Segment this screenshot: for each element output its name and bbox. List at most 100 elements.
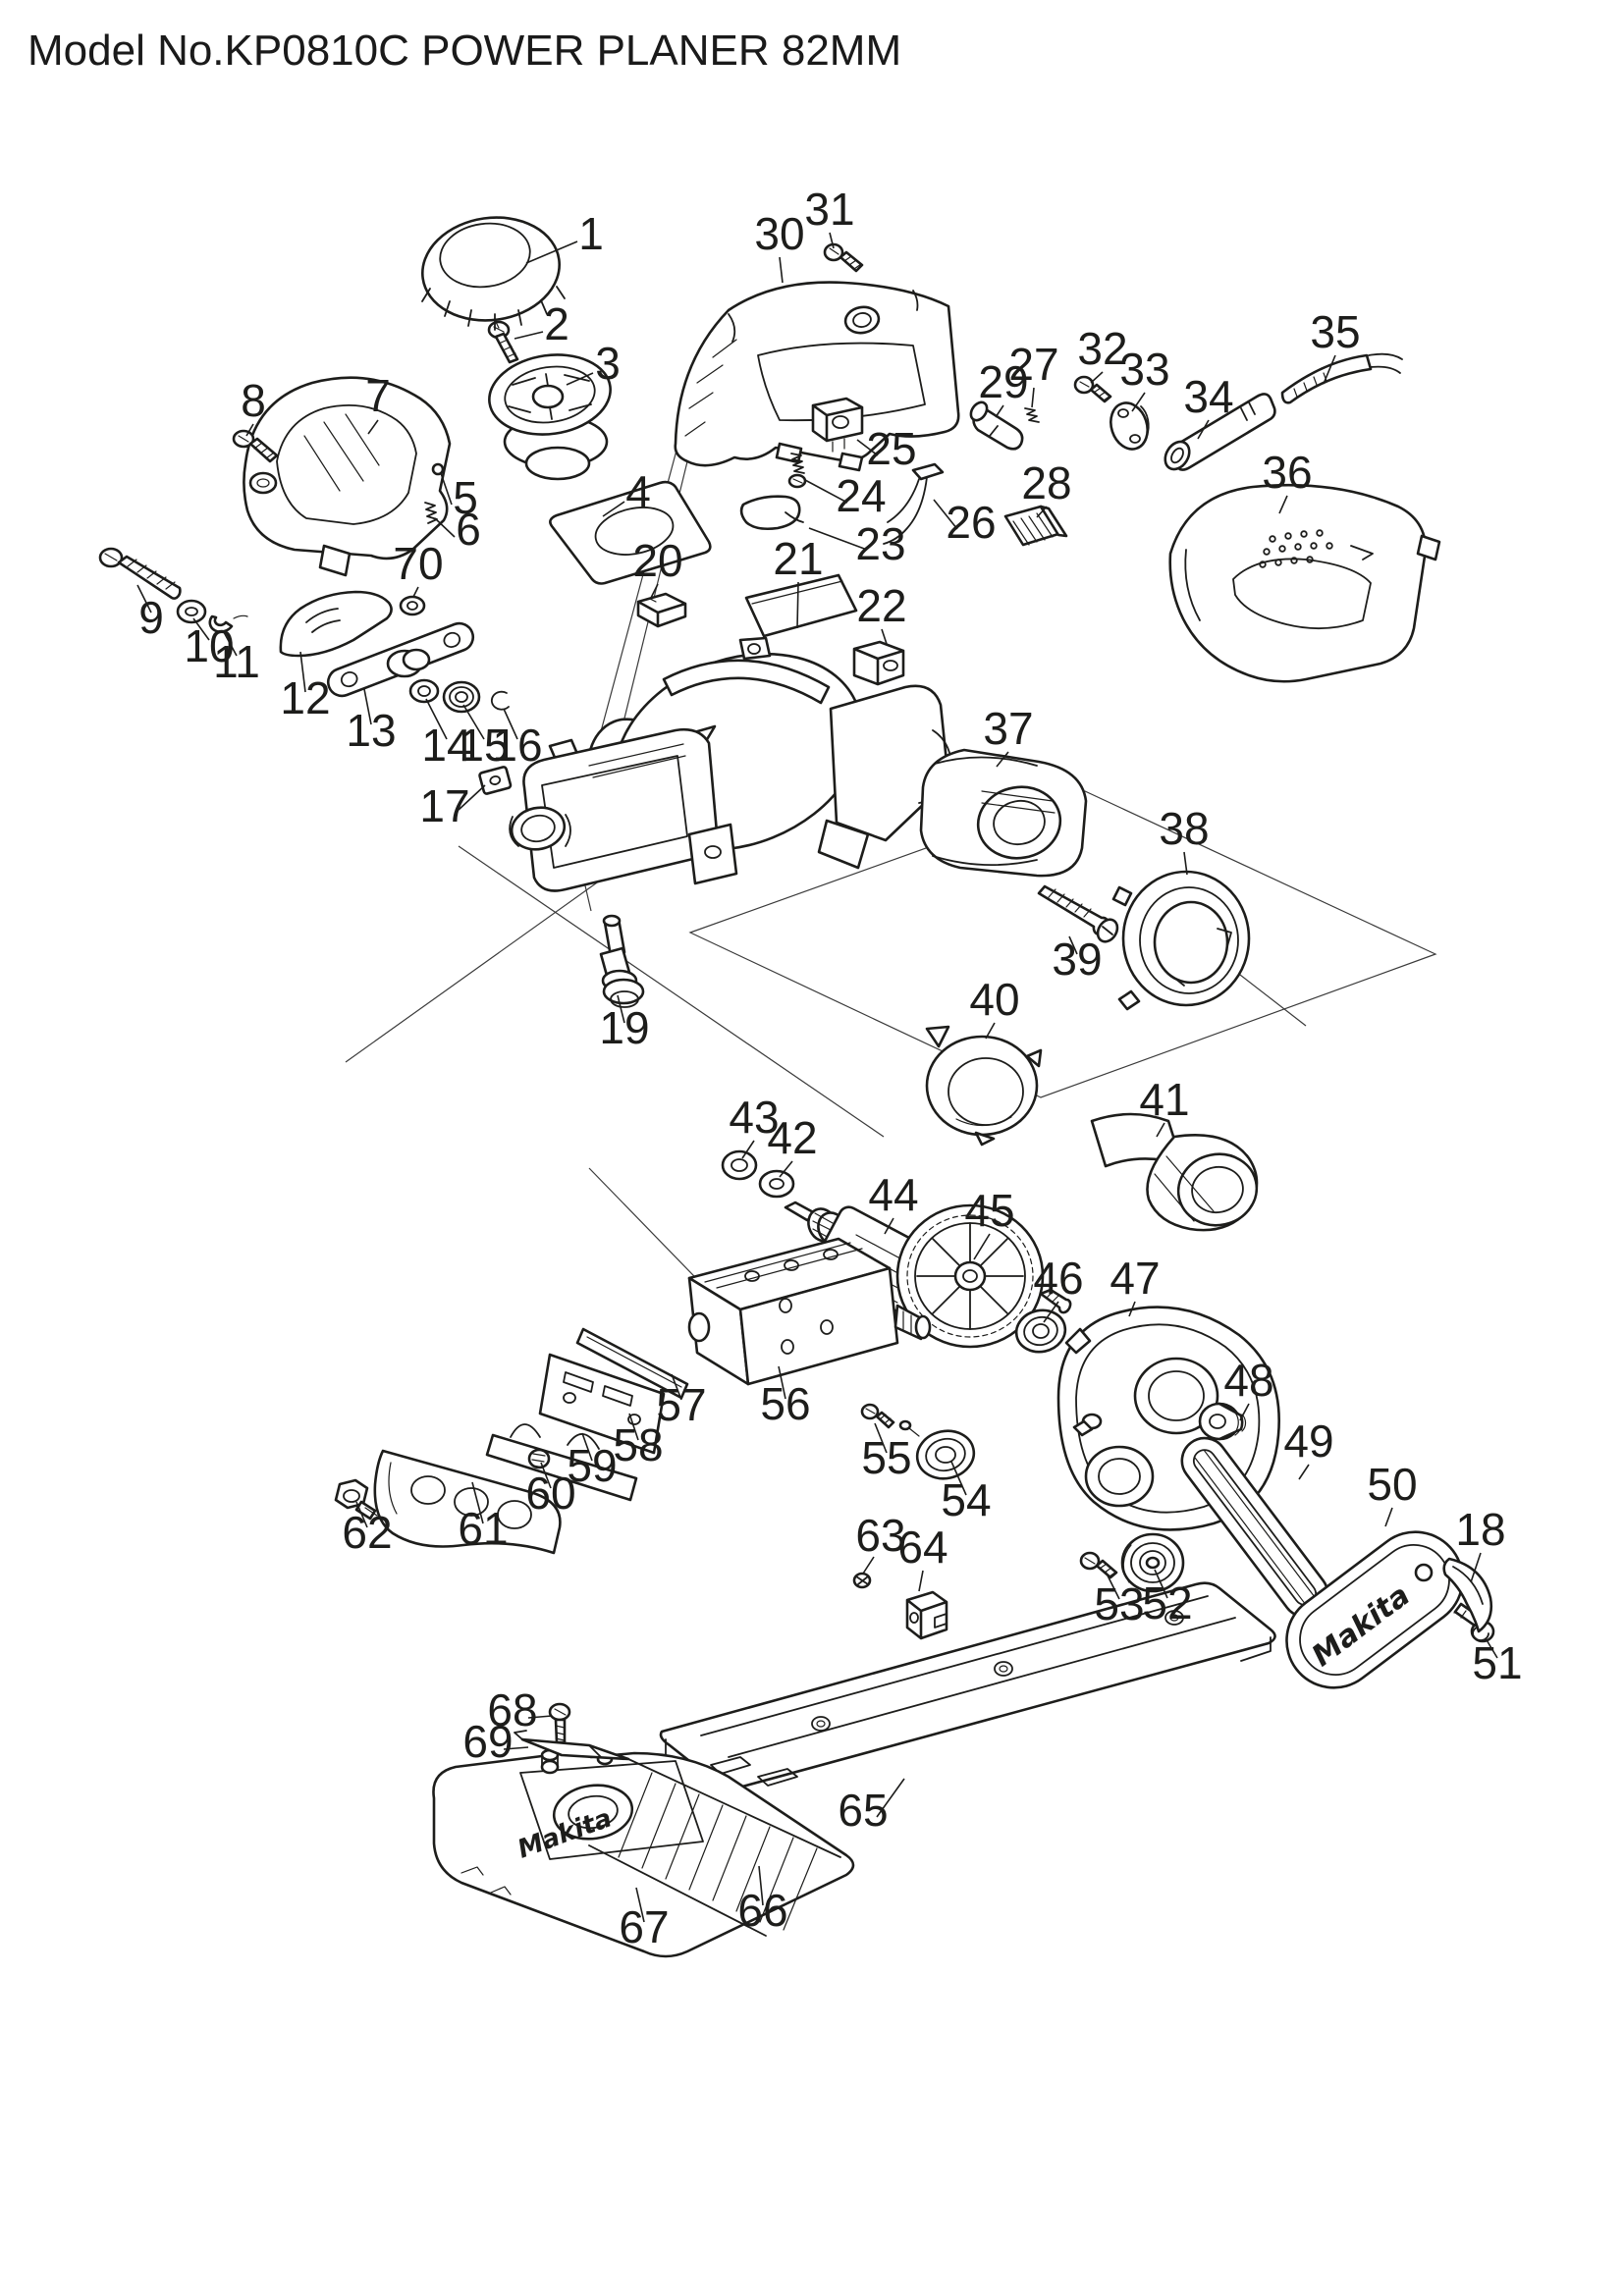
leader-line-62	[355, 1501, 368, 1528]
leader-line-41	[1156, 1122, 1165, 1138]
part-label-5: 5	[453, 472, 478, 523]
part-label-27: 27	[1008, 339, 1058, 390]
part-label-25: 25	[866, 423, 916, 474]
leader-line-1	[525, 240, 578, 264]
part-label-36: 36	[1262, 447, 1312, 498]
part-53-drawing	[1079, 1551, 1118, 1579]
leader-line-37	[996, 751, 1009, 768]
part-32-drawing	[1073, 375, 1112, 403]
leader-line-50	[1384, 1507, 1393, 1527]
part-label-35: 35	[1310, 306, 1360, 357]
leader-line-60	[540, 1462, 552, 1489]
leader-line-65	[876, 1778, 905, 1818]
part-40-drawing	[925, 1025, 1043, 1147]
main-housing-drawing	[509, 636, 952, 892]
leader-line-29	[995, 404, 1004, 418]
leader-line-6	[434, 517, 456, 538]
parts-artwork: Makita	[98, 216, 1495, 1958]
part-label-48: 48	[1223, 1355, 1273, 1406]
leader-line-39	[1068, 935, 1078, 955]
part-4-drawing	[549, 480, 712, 585]
part-33-drawing	[1110, 401, 1150, 451]
part-70-drawing	[399, 595, 426, 616]
leader-line-8	[245, 423, 254, 437]
part-20-drawing	[636, 592, 687, 628]
leader-line-11	[223, 631, 238, 657]
leader-line-66	[758, 1865, 764, 1906]
leader-line-45	[973, 1233, 991, 1260]
leader-line-32	[1090, 371, 1104, 384]
part-label-46: 46	[1033, 1253, 1083, 1304]
part-label-13: 13	[346, 705, 396, 756]
part-9-drawing	[98, 547, 182, 600]
part-label-60: 60	[525, 1468, 575, 1519]
leader-line-15	[462, 704, 485, 740]
part-17-drawing	[478, 766, 513, 795]
part-38-drawing	[1111, 870, 1251, 1011]
part-label-7: 7	[365, 370, 391, 421]
part-69-drawing	[514, 1730, 630, 1761]
leader-line-68	[527, 1715, 553, 1719]
part-label-56: 56	[760, 1378, 810, 1429]
leader-line-22	[881, 628, 888, 645]
part-45-drawing	[895, 1203, 1072, 1349]
leader-line-10	[192, 617, 210, 641]
part-label-61: 61	[458, 1503, 508, 1554]
part-label-6: 6	[456, 504, 481, 555]
part-label-1: 1	[578, 208, 604, 259]
part-39-drawing	[1037, 884, 1119, 943]
leader-line-38	[1183, 851, 1188, 876]
part-label-33: 33	[1119, 344, 1169, 395]
part-12-drawing	[279, 590, 393, 658]
part-2-drawing	[487, 320, 519, 364]
leader-line-51	[1485, 1637, 1498, 1659]
part-label-59: 59	[567, 1440, 617, 1491]
leader-line-14	[425, 698, 448, 740]
part-15-drawing	[442, 680, 481, 714]
part-label-12: 12	[280, 672, 330, 723]
part-label-62: 62	[342, 1507, 392, 1558]
leader-line-40	[985, 1022, 996, 1040]
part-label-17: 17	[419, 780, 469, 831]
leader-line-21	[796, 581, 799, 629]
leader-line-25	[856, 439, 879, 456]
part-64-drawing	[905, 1590, 948, 1640]
leader-line-57	[671, 1373, 682, 1401]
part-50-drawing: Makita	[1285, 1530, 1464, 1689]
part-label-16: 16	[492, 720, 542, 771]
part-11-drawing	[208, 614, 248, 633]
leader-line-44	[884, 1217, 894, 1235]
part-label-28: 28	[1021, 457, 1071, 508]
part-label-69: 69	[462, 1716, 513, 1767]
leader-line-4	[602, 501, 625, 517]
part-8-drawing	[232, 429, 279, 463]
part-label-8: 8	[241, 375, 266, 426]
leader-line-69	[503, 1746, 529, 1750]
part-label-41: 41	[1139, 1074, 1189, 1125]
part-63-drawing	[852, 1572, 872, 1589]
part-label-67: 67	[619, 1901, 669, 1952]
leader-line-56	[778, 1365, 786, 1400]
part-35-drawing	[1280, 352, 1403, 404]
leader-line-58	[628, 1413, 639, 1441]
part-label-19: 19	[599, 1002, 649, 1053]
part-41-drawing	[1090, 1112, 1259, 1232]
part-label-51: 51	[1472, 1637, 1522, 1688]
part-26-drawing	[883, 462, 945, 545]
part-label-9: 9	[138, 592, 164, 643]
leader-line-46	[1043, 1301, 1059, 1323]
part-5-drawing	[431, 462, 445, 476]
part-25-drawing	[811, 397, 864, 453]
leader-line-47	[1128, 1301, 1136, 1317]
part-label-37: 37	[983, 703, 1033, 754]
part-27-drawing	[1024, 407, 1040, 423]
part-19-drawing	[599, 914, 645, 1008]
part-label-50: 50	[1367, 1459, 1417, 1510]
part-label-70: 70	[393, 538, 443, 589]
part-label-29: 29	[978, 356, 1028, 407]
part-61-drawing	[373, 1449, 562, 1555]
leader-line-12	[299, 651, 306, 693]
part-13-drawing	[326, 621, 475, 698]
part-label-47: 47	[1110, 1253, 1160, 1304]
part-label-58: 58	[613, 1419, 663, 1470]
